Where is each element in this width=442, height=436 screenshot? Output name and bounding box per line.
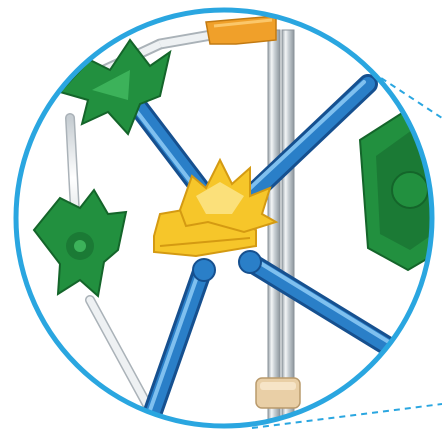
tan-spacer [256,378,300,408]
